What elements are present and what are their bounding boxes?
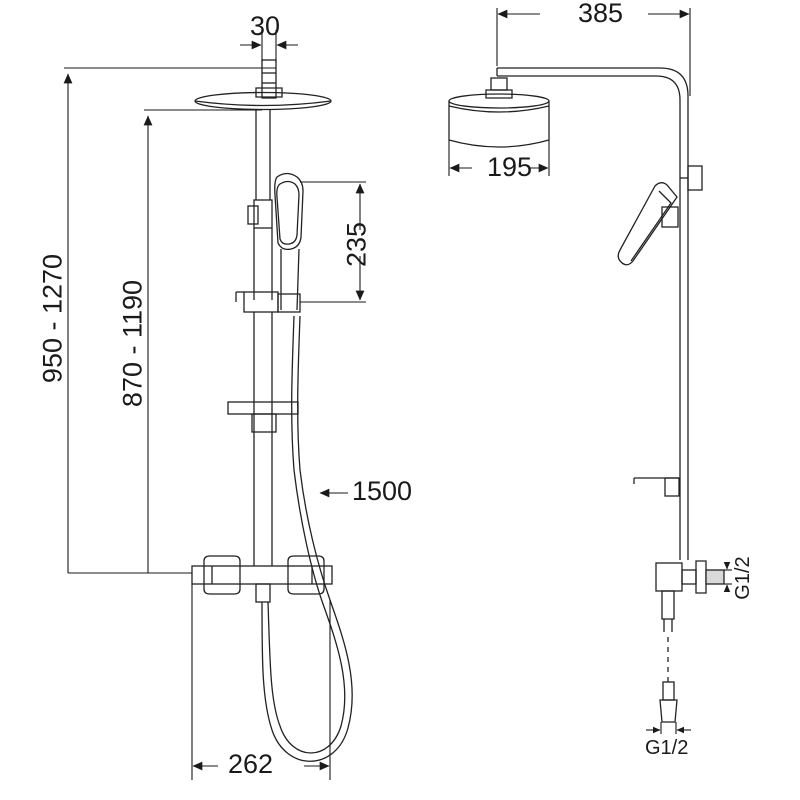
dim-rail-height-label: 870 - 1190 [117,279,148,408]
dim-handshower-length-label: 235 [341,221,372,268]
dim-base-width-label: 262 [228,749,274,779]
side-view-geometry [448,67,725,723]
dim-outlet-thread-label: G1/2 [645,737,689,759]
dim-arm-reach-label: 385 [578,0,624,28]
dim-spout-width-label: 30 [250,11,281,41]
dim-head-diameter-label: 195 [487,152,533,182]
dim-total-height-label: 950 - 1270 [37,253,68,384]
dim-hose-length-label: 1500 [352,476,413,506]
dimension-lines [63,8,732,780]
front-view-geometry [191,59,353,762]
dim-inlet-thread-label: G1/2 [732,556,754,600]
